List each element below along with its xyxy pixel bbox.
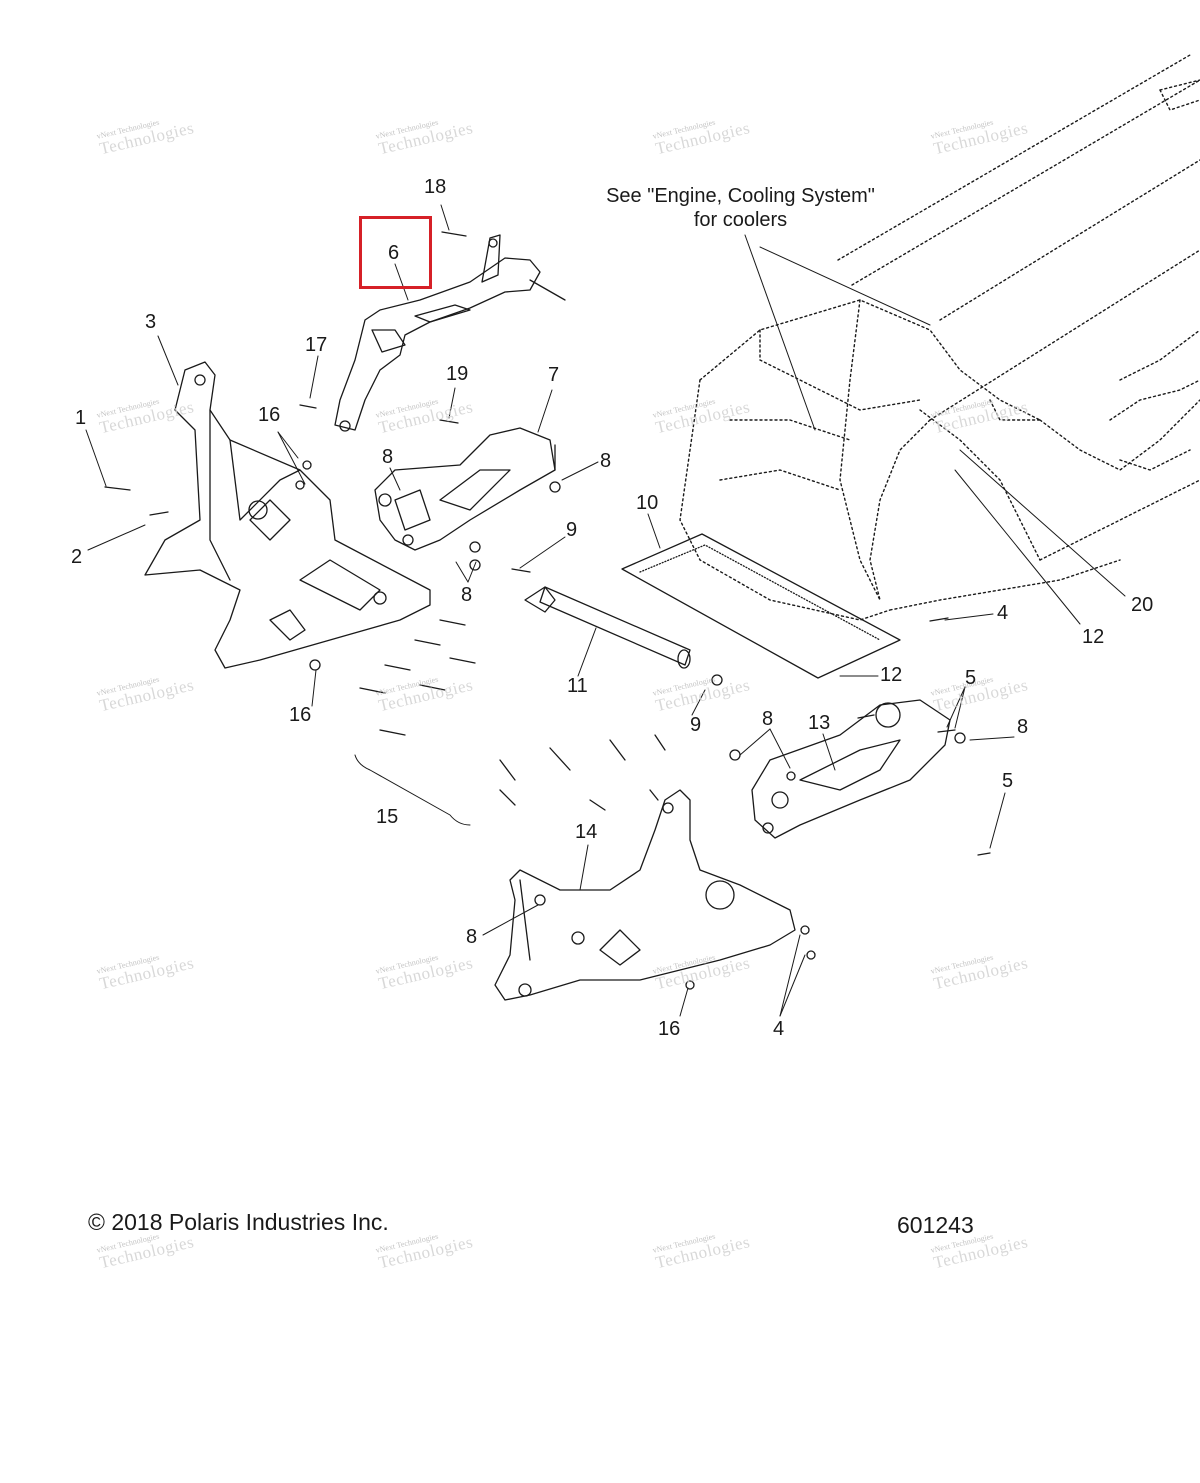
note-line-1: See "Engine, Cooling System" bbox=[606, 185, 875, 207]
front-crossmember-part bbox=[524, 586, 691, 669]
lower-frame-part bbox=[494, 789, 796, 1001]
callout-9[interactable]: 9 bbox=[566, 519, 578, 541]
fasteners bbox=[104, 231, 991, 990]
right-bracket-part bbox=[751, 699, 951, 839]
callout-8[interactable]: 8 bbox=[466, 926, 478, 948]
callout-8[interactable]: 8 bbox=[461, 584, 473, 606]
callout-8[interactable]: 8 bbox=[382, 446, 394, 468]
chassis-tunnel bbox=[679, 54, 1200, 621]
callout-16[interactable]: 16 bbox=[658, 1018, 681, 1040]
callout-9[interactable]: 9 bbox=[690, 714, 702, 736]
callout-12[interactable]: 12 bbox=[880, 664, 903, 686]
callout-11[interactable]: 11 bbox=[567, 675, 588, 697]
callout-10[interactable]: 10 bbox=[636, 492, 659, 514]
skid-plate bbox=[621, 533, 901, 679]
copyright-text: © 2018 Polaris Industries Inc. bbox=[88, 1209, 389, 1235]
callout-19[interactable]: 19 bbox=[446, 363, 469, 385]
callout-5[interactable]: 5 bbox=[1002, 770, 1014, 792]
callout-3[interactable]: 3 bbox=[145, 311, 157, 333]
callout-8[interactable]: 8 bbox=[762, 708, 774, 730]
callout-8[interactable]: 8 bbox=[600, 450, 612, 472]
callout-5[interactable]: 5 bbox=[965, 667, 977, 689]
callout-15[interactable]: 15 bbox=[376, 806, 399, 828]
callout-14[interactable]: 14 bbox=[575, 821, 598, 843]
callout-17[interactable]: 17 bbox=[305, 334, 328, 356]
left-frame-part bbox=[144, 361, 431, 669]
engine-cooling-reference-note: See "Engine, Cooling System" for coolers bbox=[578, 184, 903, 232]
callout-1[interactable]: 1 bbox=[75, 407, 87, 429]
callout-8[interactable]: 8 bbox=[1017, 716, 1029, 738]
callout-16[interactable]: 16 bbox=[289, 704, 312, 726]
note-line-2: for coolers bbox=[693, 209, 788, 231]
callout-highlight-box bbox=[359, 216, 432, 289]
callout-20[interactable]: 20 bbox=[1131, 594, 1154, 616]
callout-4[interactable]: 4 bbox=[773, 1018, 785, 1040]
figure-number: 601243 bbox=[897, 1212, 974, 1238]
callout-6[interactable]: 6 bbox=[388, 242, 400, 264]
callout-12[interactable]: 12 bbox=[1082, 626, 1105, 648]
callout-16[interactable]: 16 bbox=[258, 404, 281, 426]
callout-13[interactable]: 13 bbox=[808, 712, 831, 734]
leader-lines bbox=[85, 204, 1126, 1017]
callout-4[interactable]: 4 bbox=[997, 602, 1009, 624]
callout-2[interactable]: 2 bbox=[71, 546, 83, 568]
upper-bracket-part bbox=[334, 234, 566, 432]
center-bracket-part bbox=[374, 427, 556, 551]
callout-7[interactable]: 7 bbox=[548, 364, 560, 386]
callout-18[interactable]: 18 bbox=[424, 176, 447, 198]
